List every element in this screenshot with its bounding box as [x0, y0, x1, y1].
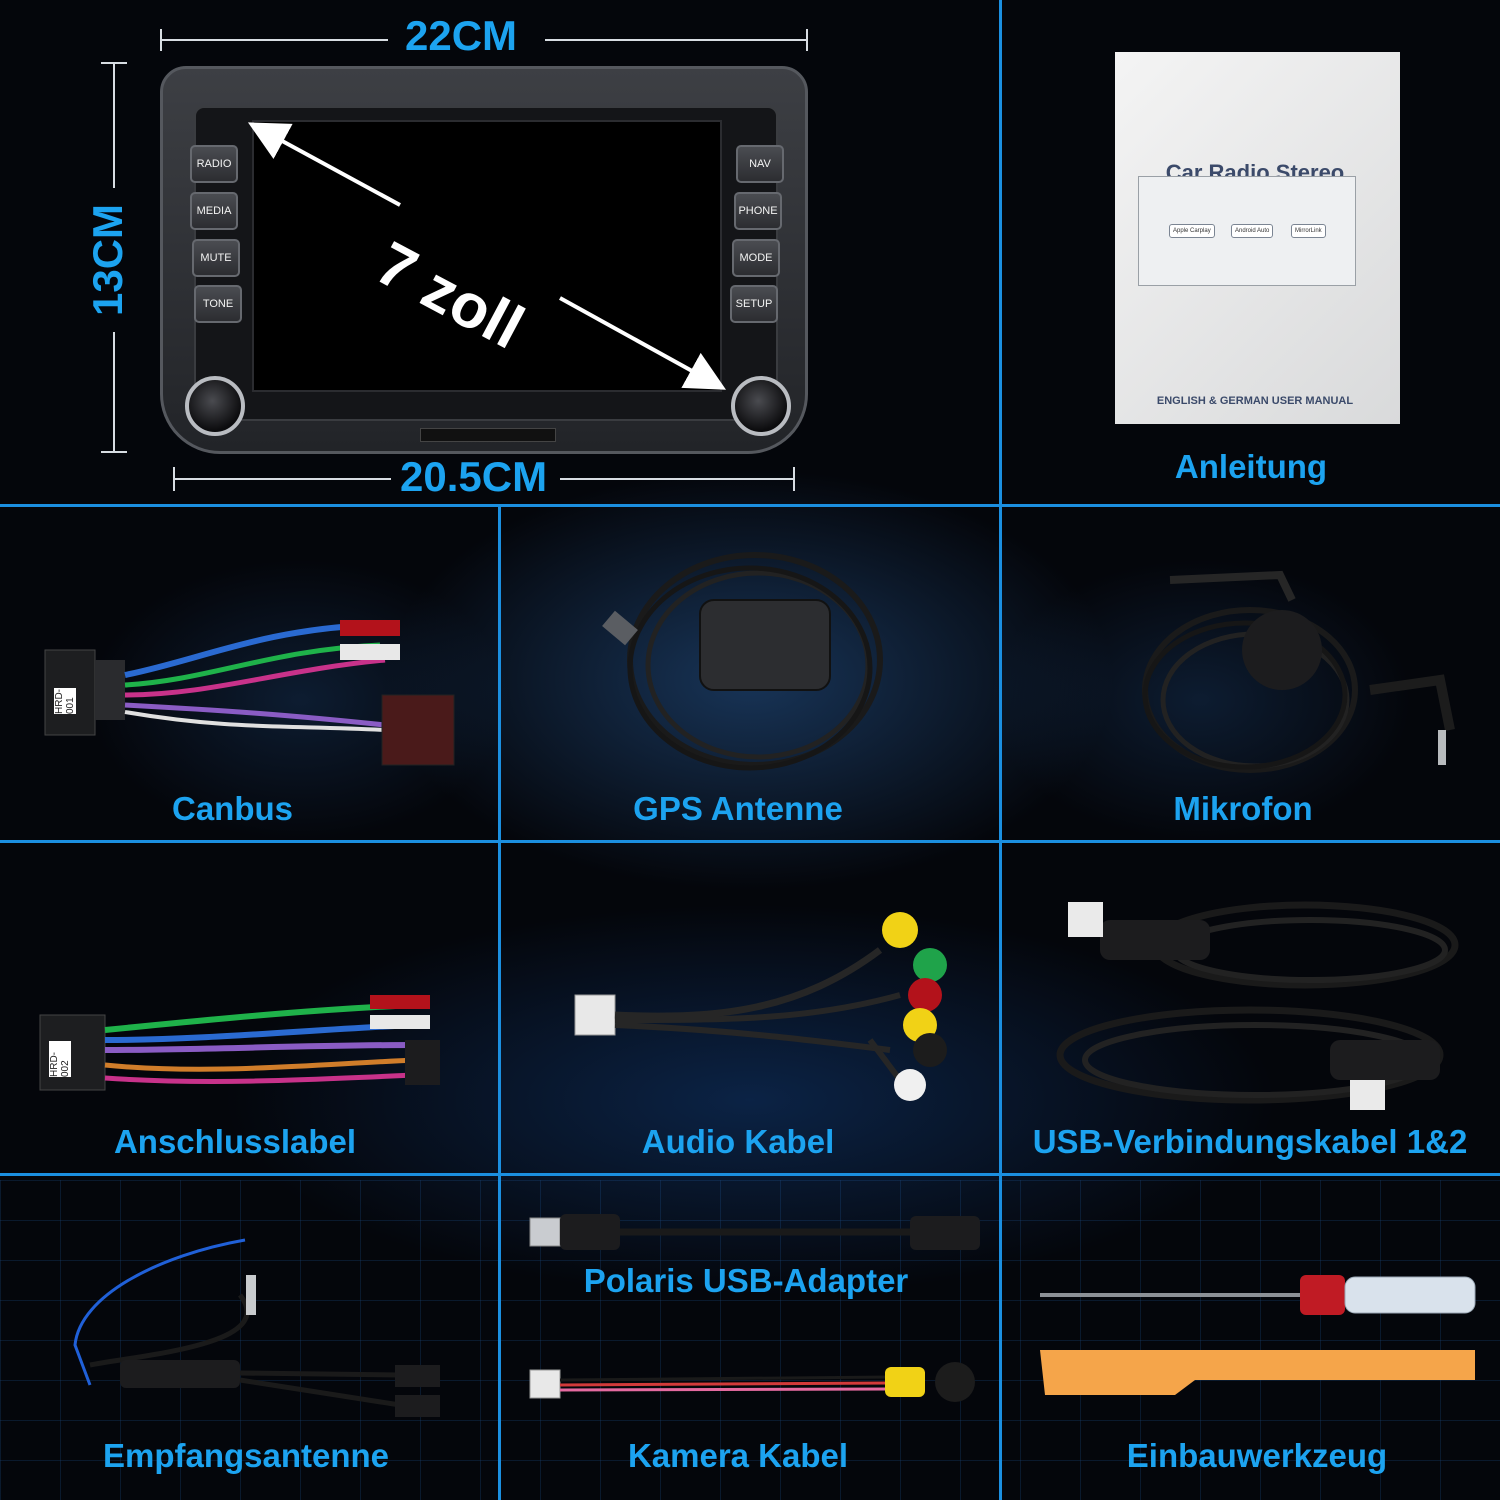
volume-knob-left[interactable]: [185, 376, 245, 436]
dim-tick-bottom-r: [793, 467, 795, 491]
diagonal-arrow: [247, 122, 727, 390]
dim-tick-side-t: [101, 62, 127, 64]
dim-line-bottom-left: [173, 478, 391, 480]
canbus-harness-image: [44, 620, 455, 766]
label-gps: GPS Antenne: [633, 790, 843, 827]
dim-tick-top-r: [806, 29, 808, 51]
radio-button-tone[interactable]: TONE: [194, 285, 242, 323]
manual-chip-carplay: Apple Carplay: [1169, 224, 1215, 238]
camera-cable-image: [529, 1362, 975, 1402]
manual-chip-android: Android Auto: [1231, 224, 1274, 238]
radio-button-mode[interactable]: MODE: [732, 239, 780, 277]
label-anschlusslabel: Anschlusslabel: [113, 1123, 357, 1160]
dim-tick-bottom-l: [173, 467, 175, 491]
anschluss-harness-image: [39, 995, 440, 1091]
radio-button-setup[interactable]: SETUP: [730, 285, 778, 323]
installation-tools-image: [1040, 1275, 1476, 1395]
manual-chip-mirrorlink: MirrorLink: [1291, 224, 1326, 238]
manual-screen-illustration: Apple Carplay Android Auto MirrorLink: [1138, 176, 1356, 286]
dim-line-side-top: [113, 62, 115, 188]
canbus-tag: HRD-001: [54, 688, 76, 714]
tuning-knob-right[interactable]: [731, 376, 791, 436]
dim-line-top-right: [545, 39, 807, 41]
audio-cable-image: [574, 912, 947, 1101]
reception-antenna-image: [73, 1238, 440, 1417]
dim-tick-top-l: [160, 29, 162, 51]
usb-cables-image: [1056, 901, 1459, 1110]
radio-button-media[interactable]: MEDIA: [190, 192, 238, 230]
radio-button-nav[interactable]: NAV: [736, 145, 784, 183]
radio-slot: [420, 428, 556, 442]
dimension-width-top: 22CM: [405, 12, 518, 59]
dimension-width-bottom: 20.5CM: [400, 453, 548, 500]
divider-h-3: [0, 1173, 1500, 1176]
label-polaris: Polaris USB-Adapter: [583, 1262, 909, 1299]
microphone-image: [1142, 570, 1455, 773]
label-kamera: Kamera Kabel: [627, 1437, 849, 1474]
label-mikrofon: Mikrofon: [1173, 790, 1313, 827]
label-einbauwerkzeug: Einbauwerkzeug: [1126, 1437, 1388, 1474]
radio-button-mute[interactable]: MUTE: [192, 239, 240, 277]
dim-line-top-left: [160, 39, 388, 41]
label-canbus: Canbus: [171, 790, 293, 827]
manual-subtitle: ENGLISH & GERMAN USER MANUAL: [1156, 395, 1354, 407]
divider-v-top: [999, 0, 1002, 505]
divider-v-1: [498, 505, 501, 1500]
polaris-usb-adapter-image: [529, 1214, 980, 1250]
dim-tick-side-b: [101, 451, 127, 453]
label-empfangsantenne: Empfangsantenne: [102, 1437, 390, 1474]
divider-h-1: [0, 504, 1500, 507]
dim-line-bottom-right: [560, 478, 794, 480]
divider-v-2: [999, 505, 1002, 1500]
label-audio: Audio Kabel: [641, 1123, 835, 1160]
label-anleitung: Anleitung: [1174, 448, 1328, 485]
gps-antenna-image: [602, 552, 883, 771]
divider-h-2: [0, 840, 1500, 843]
dim-line-side-bottom: [113, 332, 115, 452]
radio-button-radio[interactable]: RADIO: [190, 145, 238, 183]
label-usb: USB-Verbindungskabel 1&2: [1032, 1123, 1468, 1160]
radio-button-phone[interactable]: PHONE: [734, 192, 782, 230]
anschluss-tag: HRD-002: [49, 1041, 71, 1077]
